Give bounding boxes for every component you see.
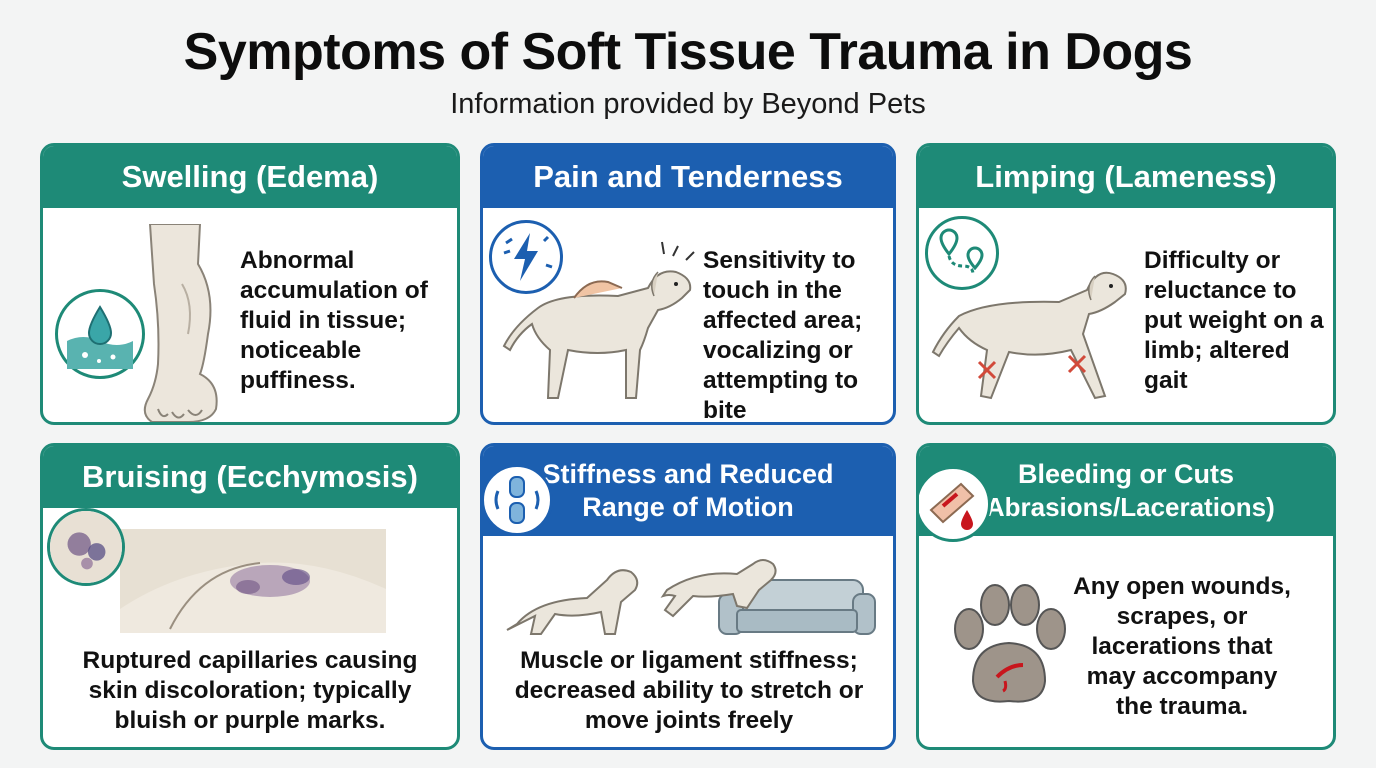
card-bruising-title: Bruising (Ecchymosis) xyxy=(82,459,418,494)
page-subtitle: Information provided by Beyond Pets xyxy=(450,88,926,120)
card-bleeding-title-line2: (Abrasions/Lacerations) xyxy=(977,492,1275,522)
limping-dog-illustration xyxy=(931,271,1127,400)
card-limping-title: Limping (Lameness) xyxy=(975,159,1277,194)
bruise-spot-icon xyxy=(47,508,125,586)
card-bruising-description: Ruptured capillaries causing skin discol… xyxy=(82,647,418,734)
dog-being-touched-illustration xyxy=(502,241,695,399)
water-drop-icon xyxy=(55,289,145,379)
injured-paw-illustration xyxy=(954,584,1066,703)
card-swelling: Swelling (Edema) Abnormal accumulation o… xyxy=(40,143,460,425)
bleeding-cut-icon xyxy=(919,466,991,542)
card-swelling-header: Swelling (Edema) xyxy=(43,146,457,208)
card-bleeding-title-line1: Bleeding or Cuts xyxy=(1017,459,1234,489)
card-bleeding: Bleeding or Cuts (Abrasions/Lacerations)… xyxy=(916,443,1336,750)
card-pain-description: Sensitivity to touch in the affected are… xyxy=(703,247,863,424)
card-swelling-description: Abnormal accumulation of fluid in tissue… xyxy=(240,247,428,394)
card-stiffness-description: Muscle or ligament stiffness; decreased … xyxy=(514,647,864,734)
joint-icon xyxy=(483,464,553,536)
card-pain: Pain and Tenderness Sensitivity to touch… xyxy=(480,143,896,425)
card-stiffness-title-line1: Stiffness and Reduced xyxy=(542,459,834,489)
card-limping-description: Difficulty or reluctance to put weight o… xyxy=(1144,247,1324,394)
page-title: Symptoms of Soft Tissue Trauma in Dogs xyxy=(183,23,1193,81)
card-bruising-header: Bruising (Ecchymosis) xyxy=(43,446,457,508)
route-pin-icon xyxy=(925,216,999,290)
card-bleeding-description: Any open wounds, scrapes, or lacerations… xyxy=(1073,573,1291,720)
dog-jumping-on-sofa-illustration xyxy=(506,559,876,635)
card-swelling-title: Swelling (Edema) xyxy=(121,159,379,194)
bruised-skin-illustration xyxy=(120,529,386,633)
swollen-leg-illustration xyxy=(143,224,218,422)
card-limping-header: Limping (Lameness) xyxy=(919,146,1333,208)
lightning-icon xyxy=(489,220,563,294)
card-stiffness: Stiffness and Reduced Range of Motion Mu… xyxy=(480,443,896,750)
card-limping: Limping (Lameness) Difficulty or relucta… xyxy=(916,143,1336,425)
card-stiffness-title-line2: Range of Motion xyxy=(582,492,794,522)
card-pain-title: Pain and Tenderness xyxy=(533,159,843,194)
card-bruising: Bruising (Ecchymosis) Ruptured capillari… xyxy=(40,443,460,750)
card-pain-header: Pain and Tenderness xyxy=(483,146,893,208)
